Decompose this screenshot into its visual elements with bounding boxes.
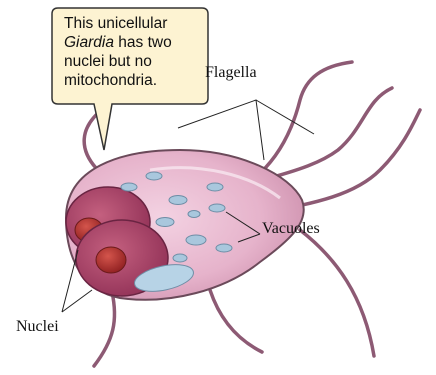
vacuole: [173, 254, 187, 262]
nuclei-leader: [62, 250, 78, 312]
vacuole: [156, 218, 174, 227]
flagellum-bottom: [94, 292, 115, 366]
vacuole: [146, 172, 162, 180]
vacuole: [216, 244, 232, 252]
flagella-leader: [256, 100, 314, 134]
callout-line-3: nuclei but no: [64, 52, 198, 71]
nuclei-label: Nuclei: [16, 318, 59, 336]
callout-line-2-rest: has two: [114, 34, 172, 51]
flagellum-lower-right: [300, 230, 374, 356]
callout-line-1: This unicellular: [64, 14, 198, 33]
callout-genus-name: Giardia: [64, 34, 114, 51]
flagella-label: Flagella: [205, 64, 257, 82]
callout-line-4: mitochondria.: [64, 71, 198, 90]
vacuole: [186, 235, 206, 245]
vacuole: [169, 196, 187, 205]
vacuole: [188, 211, 200, 218]
vacuole: [207, 183, 223, 191]
callout-text: This unicellular Giardia has two nuclei …: [52, 6, 208, 106]
flagellum-right: [262, 88, 392, 180]
vacuole: [121, 183, 137, 191]
callout-line-2: Giardia has two: [64, 33, 198, 52]
vacuole: [209, 204, 225, 212]
nucleolus-lower: [96, 247, 126, 273]
vacuoles-label: Vacuoles: [262, 220, 320, 238]
flagellum-lower-mid: [210, 290, 262, 352]
